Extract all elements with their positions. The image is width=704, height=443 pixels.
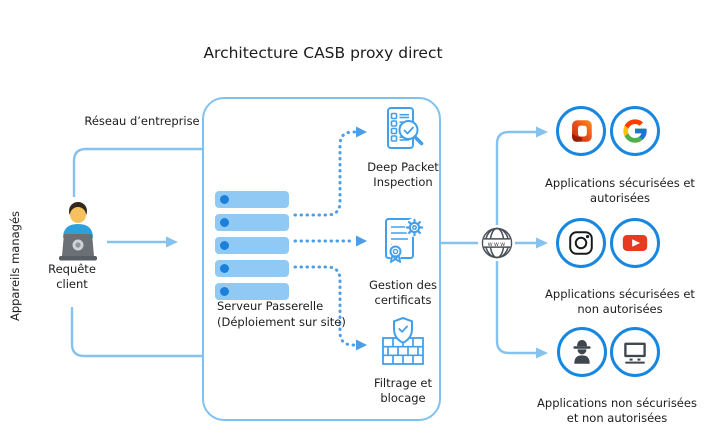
server-led — [220, 287, 229, 296]
computer-icon — [624, 342, 646, 364]
enterprise-network-label: Réseau d’entreprise — [84, 114, 200, 128]
instagram-app-circle — [556, 218, 606, 268]
server-bar — [215, 237, 289, 254]
youtube-icon — [622, 235, 648, 251]
solid-arrowheads — [166, 126, 548, 359]
gateway-box — [202, 97, 441, 421]
managed-user-laptop-icon — [59, 202, 97, 261]
dpi-dotted-line — [293, 130, 358, 217]
client-loop-line — [70, 307, 203, 358]
enterprise-network-line — [72, 147, 203, 197]
computer-app-circle — [610, 327, 660, 377]
instagram-icon — [569, 231, 593, 255]
google-app-circle — [610, 106, 660, 156]
server-bar — [215, 191, 289, 208]
office-icon — [572, 120, 592, 142]
server-bar — [215, 283, 289, 300]
firewall-shield-icon — [382, 316, 424, 365]
secure-unauthorized-label: Applications sécurisées et non autorisée… — [545, 287, 695, 317]
www-globe-icon: www — [481, 227, 513, 259]
office-app-circle — [556, 106, 606, 156]
firewall-label: Filtrage et blocage — [373, 376, 433, 406]
server-led — [220, 218, 229, 227]
unsecure-unauthorized-label: Applications non sécurisées et non autor… — [537, 396, 697, 426]
google-icon — [623, 119, 647, 143]
internet-to-secure-apps-line — [495, 130, 536, 225]
server-bar — [215, 214, 289, 231]
inspection-magnifier-icon — [387, 107, 424, 149]
server-led — [220, 264, 229, 273]
internet-to-malicious-apps-line — [495, 261, 536, 355]
spy-app-circle — [557, 327, 607, 377]
server-led — [220, 241, 229, 250]
certificate-gear-icon — [385, 218, 424, 263]
server-bar — [215, 260, 289, 277]
managed-devices-label: Appareils managés — [8, 210, 22, 322]
client-request-label: Requête client — [48, 262, 96, 292]
dpi-label: Deep Packet Inspection — [367, 160, 439, 190]
youtube-app-circle — [610, 218, 660, 268]
certificates-label: Gestion des certificats — [368, 278, 438, 308]
spy-icon — [573, 340, 591, 364]
dotted-arrowheads — [356, 126, 367, 351]
server-led — [220, 195, 229, 204]
gateway-label: Serveur Passerelle (Déploiement sur site… — [217, 299, 346, 329]
diagram-title: Architecture CASB proxy direct — [203, 44, 443, 62]
secure-authorized-label: Applications sécurisées et autorisées — [545, 176, 695, 206]
firewall-dotted-line — [293, 265, 358, 347]
www-text: www — [488, 241, 507, 248]
